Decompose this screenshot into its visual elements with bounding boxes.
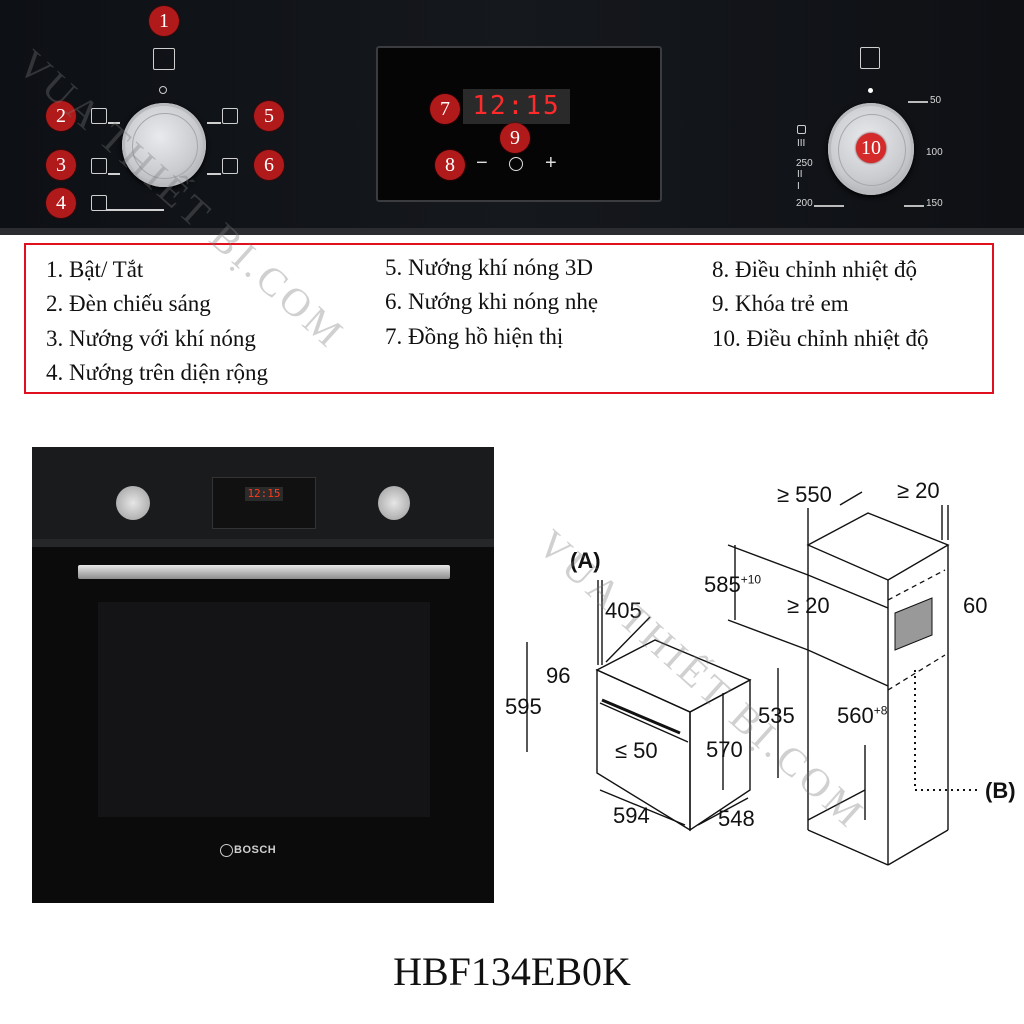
- dim-405: 405: [605, 598, 642, 623]
- legend-item-8: 8. Điều chỉnh nhiệt độ: [712, 257, 918, 282]
- dim-560: 560+8: [837, 703, 888, 728]
- oven-temperature-knob: [378, 486, 410, 520]
- legend-item-1: 1. Bật/ Tắt: [46, 257, 144, 282]
- badge-3: 3: [46, 150, 76, 180]
- panel-edge: [0, 228, 1024, 235]
- lamp-icon: [91, 108, 107, 124]
- scale-250: 250: [796, 158, 813, 169]
- gentle-hot-air-icon: [222, 158, 238, 174]
- dim-60: 60: [963, 593, 988, 618]
- legend-item-6: 6. Nướng khi nóng nhẹ: [385, 289, 599, 314]
- model-number: HBF134EB0K: [393, 949, 631, 994]
- control-panel-closeup: 1 2 3 4 5 6 7 12:15 9 8 − + 10 50 100 15…: [0, 0, 1024, 235]
- badge-8: 8: [435, 150, 465, 180]
- legend-item-5: 5. Nướng khí nóng 3D: [385, 255, 593, 280]
- badge-7: 7: [430, 94, 460, 124]
- oven-front-photo: 12:15 BOSCH: [32, 447, 494, 903]
- scale-200: 200: [796, 198, 813, 209]
- door-handle: [78, 565, 450, 579]
- dim-le-50: ≤ 50: [615, 738, 658, 763]
- label-b: (B): [985, 778, 1016, 803]
- legend-item-4: 4. Nướng trên diện rộng: [46, 360, 269, 385]
- grill-level-3: III: [797, 138, 806, 149]
- badge-10: 10: [856, 133, 886, 163]
- minus-button[interactable]: −: [476, 152, 488, 174]
- hot-air-icon: [91, 158, 107, 174]
- grill-level-2: II: [797, 169, 803, 180]
- badge-5: 5: [254, 101, 284, 131]
- badge-2: 2: [46, 101, 76, 131]
- dim-ge-20-top: ≥ 20: [897, 478, 940, 503]
- legend-item-2: 2. Đèn chiếu sáng: [46, 291, 211, 316]
- dim-595: 595: [505, 694, 542, 719]
- oven-clock-display: 12:15: [245, 487, 283, 501]
- dim-585: 585+10: [704, 572, 762, 597]
- thermometer-icon: [860, 47, 880, 69]
- dim-535: 535: [758, 703, 795, 728]
- 3d-hot-air-icon: [222, 108, 238, 124]
- legend-item-7: 7. Đồng hồ hiện thị: [385, 324, 564, 349]
- scale-50: 50: [930, 95, 942, 106]
- scale-100: 100: [926, 147, 943, 158]
- off-position-marker: [159, 86, 167, 94]
- grill-level-1: I: [797, 181, 800, 192]
- dim-548: 548: [718, 806, 755, 831]
- brand-label: BOSCH: [234, 844, 277, 856]
- installation-diagram: [526, 491, 980, 866]
- bosch-logo-icon: [220, 844, 233, 857]
- dim-96: 96: [546, 663, 571, 688]
- legend-item-3: 3. Nướng với khí nóng: [46, 326, 256, 351]
- clock-display: 12:15: [463, 89, 570, 124]
- scale-150: 150: [926, 198, 943, 209]
- oven-function-knob: [116, 486, 150, 520]
- top-bottom-heat-icon: [91, 195, 107, 211]
- oven-display-frame: [212, 477, 316, 529]
- badge-4: 4: [46, 188, 76, 218]
- door-window: [98, 602, 430, 817]
- legend-item-9: 9. Khóa trẻ em: [712, 291, 849, 316]
- legend-item-10: 10. Điều chỉnh nhiệt độ: [712, 326, 929, 351]
- plus-button[interactable]: +: [545, 152, 557, 174]
- dim-ge-20-mid: ≥ 20: [787, 593, 830, 618]
- clock-key-icon[interactable]: [509, 157, 523, 171]
- grill-icon: [797, 125, 806, 134]
- function-legend: 1. Bật/ Tắt 2. Đèn chiếu sáng 3. Nướng v…: [24, 243, 994, 394]
- oven-control-strip: 12:15: [32, 447, 494, 539]
- light-on-off-icon: [153, 48, 175, 70]
- dim-570: 570: [706, 737, 743, 762]
- position-marker: [868, 88, 873, 93]
- badge-9: 9: [500, 123, 530, 153]
- badge-6: 6: [254, 150, 284, 180]
- badge-1: 1: [149, 6, 179, 36]
- dim-ge-550: ≥ 550: [777, 482, 832, 507]
- dim-594: 594: [613, 803, 650, 828]
- label-a: (A): [570, 548, 601, 573]
- function-selector-knob[interactable]: [122, 103, 206, 187]
